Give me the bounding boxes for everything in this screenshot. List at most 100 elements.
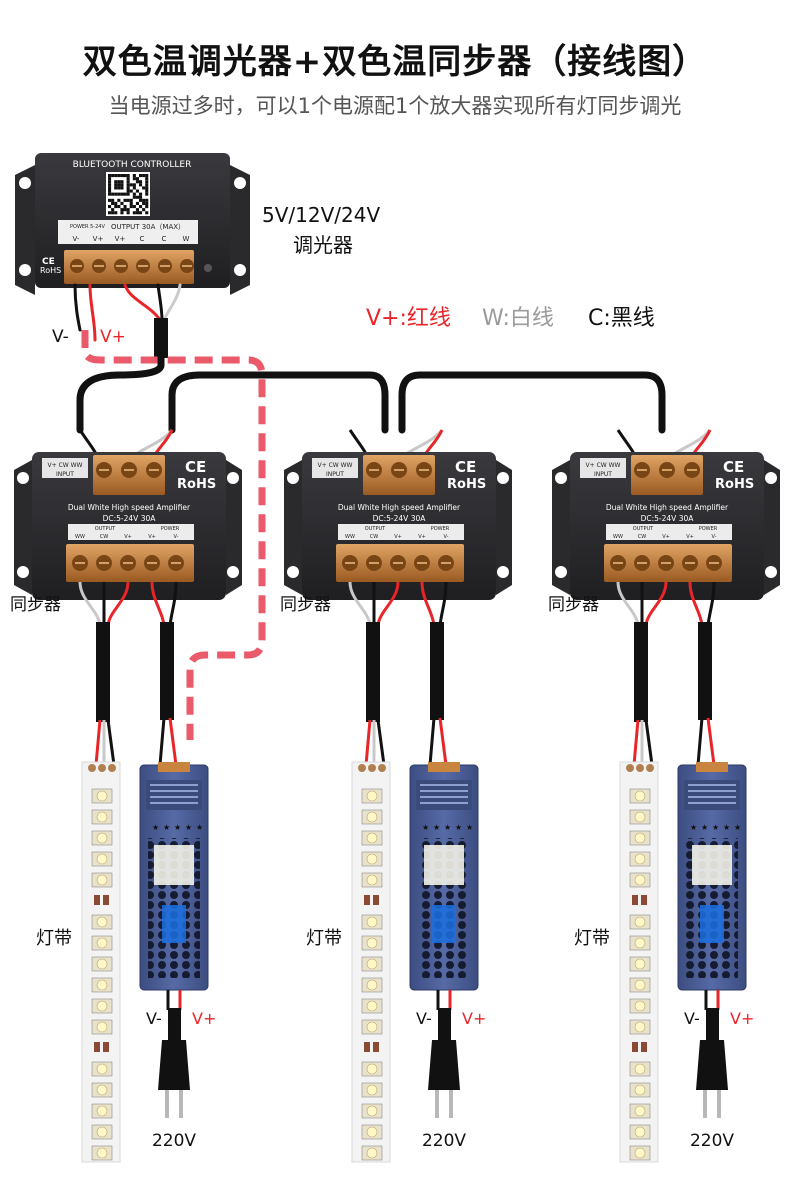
- amp-output-terminal-label: WW: [75, 534, 85, 540]
- amp-rohs-mark: RoHS: [715, 477, 754, 492]
- svg-text:★: ★: [455, 823, 462, 832]
- legend-black-wire: C:黑线: [588, 306, 655, 331]
- psu-v-plus-label: V+: [192, 1009, 216, 1028]
- plug-pin: [179, 1090, 183, 1118]
- controller-output-label: OUTPUT 30A（MAX）: [111, 223, 185, 231]
- amp-output-terminal-label: CW: [100, 534, 108, 540]
- plug-pin: [717, 1090, 721, 1118]
- sync-amplifier-label: 同步器: [280, 595, 331, 615]
- controller-terminal-label: C: [162, 235, 167, 243]
- amp-output-tag: OUTPUT: [633, 526, 654, 532]
- controller-terminal-label: V+: [115, 235, 126, 243]
- mains-voltage-label: 220V: [690, 1131, 734, 1151]
- plug-pin: [703, 1090, 707, 1118]
- amp-power-tag: POWER: [161, 526, 180, 532]
- controller-power-label: POWER 5-24V: [70, 224, 105, 230]
- amp-ce-mark: CE: [455, 458, 476, 476]
- amp-output-terminal-label: V+: [686, 534, 694, 540]
- amp-output-terminal-label: WW: [345, 534, 355, 540]
- amp-output-terminal-label: V-: [174, 534, 179, 540]
- controller-rohs-mark: RoHS: [40, 266, 61, 275]
- svg-text:★: ★: [712, 823, 719, 832]
- amp-input-tag: INPUT: [326, 471, 344, 478]
- amp-output-terminal-label: V+: [148, 534, 156, 540]
- svg-text:★: ★: [701, 823, 708, 832]
- amp-output-terminal-label: V+: [662, 534, 670, 540]
- svg-text:★: ★: [152, 823, 159, 832]
- plug-pin: [449, 1090, 453, 1118]
- controller-terminal-label: V+: [93, 235, 104, 243]
- amp-input-terminals-label: V+ CW WW: [586, 462, 621, 469]
- controller-name: BLUETOOTH CONTROLLER: [73, 160, 192, 170]
- psu-v-minus-label: V-: [684, 1009, 700, 1028]
- mains-voltage-label: 220V: [422, 1131, 466, 1151]
- controller-ce-mark: CE: [42, 257, 55, 267]
- amp-model-name: Dual White High speed Amplifier: [68, 503, 191, 512]
- amp-input-terminals-label: V+ CW WW: [48, 462, 83, 469]
- amp-output-tag: OUTPUT: [365, 526, 386, 532]
- svg-text:★: ★: [196, 823, 203, 832]
- svg-text:★: ★: [163, 823, 170, 832]
- plug-pin: [165, 1090, 169, 1118]
- controller-terminal-label: W: [183, 235, 190, 243]
- bluetooth-icon: [204, 264, 212, 272]
- amp-input-terminals-label: V+ CW WW: [318, 462, 353, 469]
- amp-model-name: Dual White High speed Amplifier: [606, 503, 729, 512]
- psu-v-minus-label: V-: [146, 1009, 162, 1028]
- amp-ce-mark: CE: [185, 458, 206, 476]
- amp-output-terminal-label: CW: [638, 534, 646, 540]
- amp-ce-mark: CE: [723, 458, 744, 476]
- amp-output-terminal-label: V+: [418, 534, 426, 540]
- page-subtitle: 当电源过多时，可以1个电源配1个放大器实现所有灯同步调光: [108, 94, 682, 118]
- power-supply: ★ ★ ★ ★ ★ V- V+ 220V: [409, 762, 486, 1151]
- amp-input-tag: INPUT: [56, 471, 74, 478]
- sync-amplifier-label: 同步器: [548, 595, 599, 615]
- svg-text:★: ★: [444, 823, 451, 832]
- led-strip-label: 灯带: [306, 928, 342, 949]
- legend-red-wire: V+:红线: [366, 306, 451, 331]
- svg-text:★: ★: [466, 823, 473, 832]
- controller-terminal-label: C: [140, 235, 145, 243]
- amp-output-terminal-label: WW: [613, 534, 623, 540]
- svg-text:★: ★: [185, 823, 192, 832]
- amp-rohs-mark: RoHS: [447, 477, 486, 492]
- amp-power-tag: POWER: [431, 526, 450, 532]
- led-strip: [81, 761, 121, 1163]
- led-strip-label: 灯带: [36, 928, 72, 949]
- svg-text:★: ★: [723, 823, 730, 832]
- amp-output-tag: OUTPUT: [95, 526, 116, 532]
- psu-v-plus-label: V+: [730, 1009, 754, 1028]
- controller-type-label: 调光器: [293, 233, 353, 257]
- qr-code-icon: [106, 172, 150, 216]
- legend-white-wire: W:白线: [482, 306, 554, 331]
- sync-bus-cable: [76, 352, 666, 434]
- amp-output-terminal-label: CW: [370, 534, 378, 540]
- svg-text:★: ★: [174, 823, 181, 832]
- psu-v-plus-label: V+: [462, 1009, 486, 1028]
- amp-spec: DC:5-24V 30A: [641, 514, 695, 523]
- power-supply: ★ ★ ★ ★ ★ V- V+ 220V: [139, 762, 216, 1151]
- amp-output-terminal-label: V-: [444, 534, 449, 540]
- bluetooth-controller: BLUETOOTH CONTROLLER POWER 5-24V OUTPUT …: [15, 153, 250, 295]
- controller-terminal-label: V-: [73, 235, 80, 243]
- controller-v-plus-label: V+: [100, 327, 126, 347]
- led-strip: [351, 761, 391, 1163]
- controller-output-wires: [73, 283, 182, 358]
- page-title: 双色温调光器+双色温同步器（接线图）: [82, 42, 708, 82]
- amp-spec: DC:5-24V 30A: [373, 514, 427, 523]
- mains-voltage-label: 220V: [152, 1131, 196, 1151]
- controller-v-minus-label: V-: [52, 327, 69, 347]
- amp-rohs-mark: RoHS: [177, 477, 216, 492]
- amp-output-terminal-label: V+: [394, 534, 402, 540]
- amp-power-tag: POWER: [699, 526, 718, 532]
- svg-text:★: ★: [433, 823, 440, 832]
- svg-text:★: ★: [422, 823, 429, 832]
- svg-text:★: ★: [690, 823, 697, 832]
- amp-output-terminal-label: V+: [124, 534, 132, 540]
- led-strip-label: 灯带: [574, 928, 610, 949]
- psu-v-minus-label: V-: [416, 1009, 432, 1028]
